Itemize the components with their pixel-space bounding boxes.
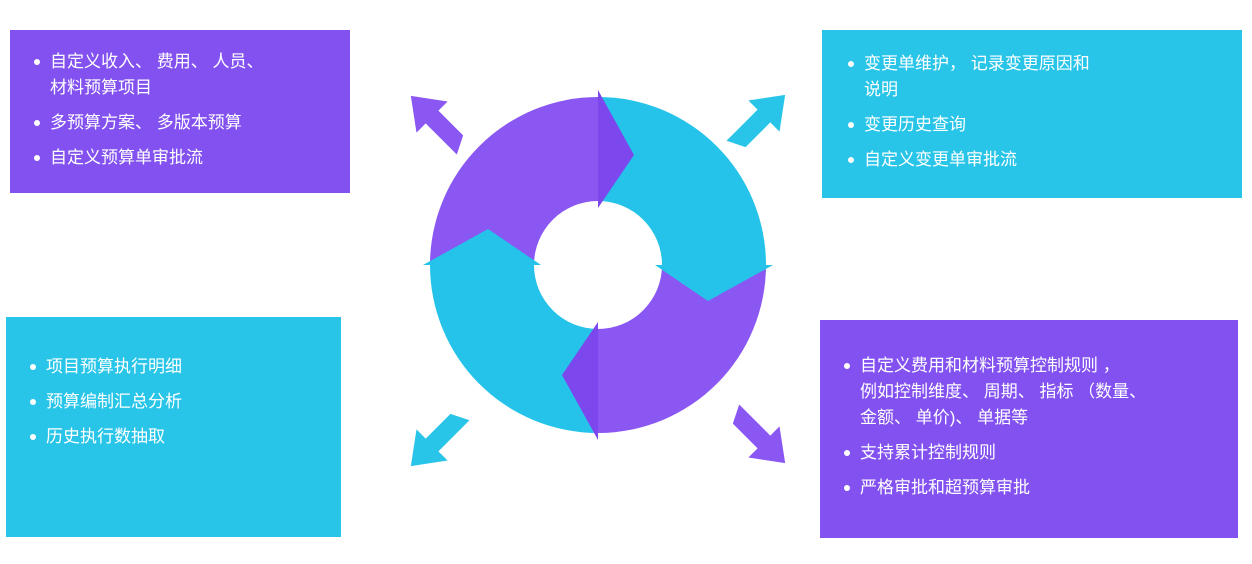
bullet-icon <box>848 61 854 67</box>
bullet-icon <box>34 59 40 65</box>
bullet-item: 历史执行数抽取 <box>30 424 331 450</box>
bullet-text: 自定义收入、 费用、 人员、 材料预算项目 <box>50 52 264 97</box>
bullet-text: 支持累计控制规则 <box>860 443 996 462</box>
expand-arrow-bottom-left-icon <box>410 413 470 467</box>
bullet-icon <box>34 120 40 126</box>
bullet-icon <box>30 399 36 405</box>
bullet-text: 项目预算执行明细 <box>46 357 182 376</box>
bullet-item: 项目预算执行明细 <box>30 354 331 380</box>
bullet-item: 自定义变更单审批流 <box>848 147 1232 173</box>
bullet-item: 变更历史查询 <box>848 112 1232 138</box>
bullet-icon <box>848 157 854 163</box>
bullet-item: 支持累计控制规则 <box>844 440 1238 466</box>
bullet-text: 自定义费用和材料预算控制规则 ， 例如控制维度、 周期、 指标 （数量、 金额、… <box>860 356 1147 427</box>
bullet-text: 变更历史查询 <box>864 115 966 134</box>
cycle-arrowhead-right <box>655 265 773 301</box>
bullet-text: 严格审批和超预算审批 <box>860 478 1030 497</box>
bullet-item: 变更单维护， 记录变更原因和 说明 <box>848 51 1232 103</box>
bullet-text: 自定义变更单审批流 <box>864 150 1017 169</box>
bullet-text: 变更单维护， 记录变更原因和 说明 <box>864 54 1090 99</box>
cycle-segment-bottom-right <box>598 265 766 433</box>
bullet-icon <box>34 155 40 161</box>
cycle-arrowhead-left <box>423 229 541 265</box>
bullet-icon <box>30 364 36 370</box>
bullet-icon <box>844 450 850 456</box>
feature-box-bottom-left: 项目预算执行明细 预算编制汇总分析 历史执行数抽取 <box>6 317 341 537</box>
bullet-text: 历史执行数抽取 <box>46 427 165 446</box>
expand-arrow-top-left-icon <box>410 95 464 155</box>
bullet-icon <box>844 363 850 369</box>
bullet-item: 自定义费用和材料预算控制规则 ， 例如控制维度、 周期、 指标 （数量、 金额、… <box>844 353 1238 431</box>
cycle-diagram <box>410 90 786 467</box>
cycle-arrowhead-bottom <box>562 322 598 440</box>
feature-box-top-left: 自定义收入、 费用、 人员、 材料预算项目 多预算方案、 多版本预算 自定义预算… <box>10 30 350 193</box>
bullet-icon <box>844 485 850 491</box>
bullet-text: 预算编制汇总分析 <box>46 392 182 411</box>
bullet-item: 预算编制汇总分析 <box>30 389 331 415</box>
bullet-item: 多预算方案、 多版本预算 <box>34 110 340 136</box>
cycle-arrowhead-top <box>598 90 634 208</box>
bullet-text: 自定义预算单审批流 <box>50 148 203 167</box>
feature-box-top-right: 变更单维护， 记录变更原因和 说明 变更历史查询 自定义变更单审批流 <box>822 30 1242 198</box>
bullet-item: 自定义收入、 费用、 人员、 材料预算项目 <box>34 49 340 101</box>
cycle-segment-top-right <box>598 97 766 265</box>
bullet-icon <box>30 434 36 440</box>
bullet-text: 多预算方案、 多版本预算 <box>50 113 242 132</box>
feature-box-bottom-right: 自定义费用和材料预算控制规则 ， 例如控制维度、 周期、 指标 （数量、 金额、… <box>820 320 1238 538</box>
bullet-item: 自定义预算单审批流 <box>34 145 340 171</box>
bullet-item: 严格审批和超预算审批 <box>844 475 1238 501</box>
cycle-segment-bottom-left <box>430 265 598 433</box>
bullet-icon <box>848 122 854 128</box>
expand-arrow-top-right-icon <box>726 94 786 148</box>
expand-arrow-bottom-right-icon <box>732 404 786 464</box>
cycle-segment-top-left <box>430 97 598 265</box>
